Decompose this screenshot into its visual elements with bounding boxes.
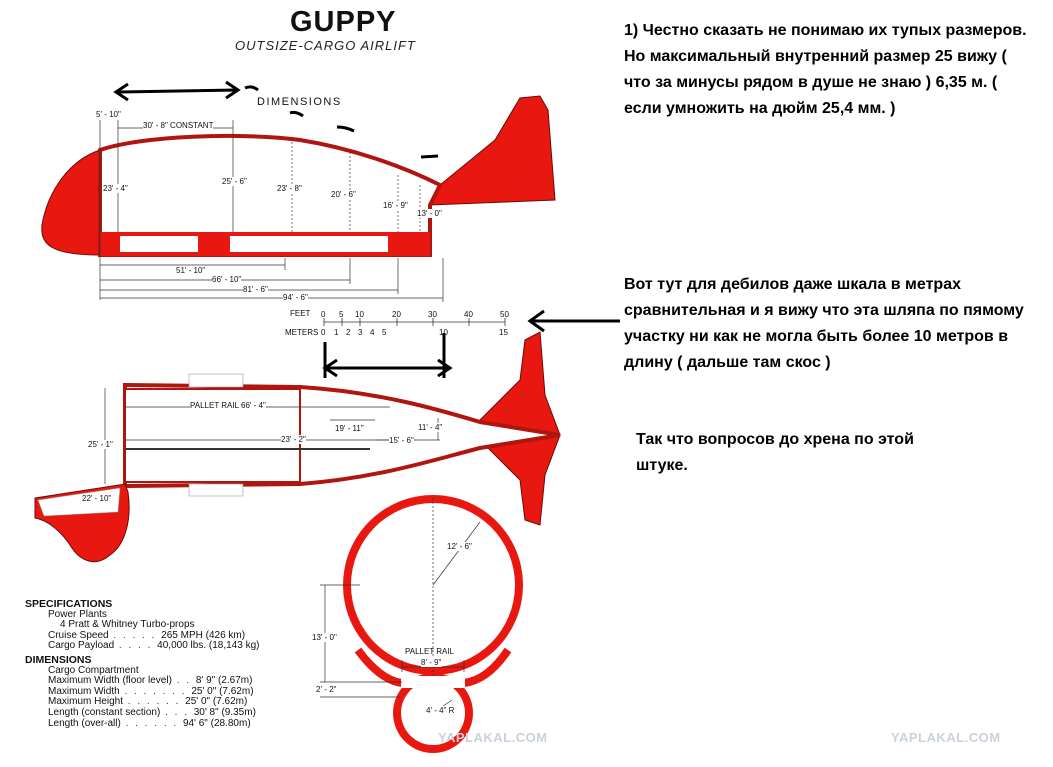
label-floor-height: 2' - 2"	[316, 685, 337, 694]
dim-value: 94' 6" (28.80m)	[182, 717, 251, 729]
dim-value: 25' 0" (7.62m)	[185, 696, 248, 708]
specs-row: Cargo Payload . . . . 40,000 lbs. (18,14…	[48, 640, 260, 652]
label-height-nose: 23' - 4"	[103, 184, 128, 193]
label-width: 25' - 1"	[88, 440, 113, 449]
scale-feet-label: FEET	[290, 309, 311, 318]
scale-meters-tick: 2	[346, 328, 351, 337]
side-window-2	[230, 236, 388, 252]
comment-1: 1) Честно сказать не понимаю их тупых ра…	[624, 22, 1027, 117]
scale-feet-tick: 5	[339, 310, 344, 319]
scale-feet-tick: 10	[355, 310, 364, 319]
label-constant-section: 30' - 8" CONSTANT	[143, 121, 214, 130]
dims-heading: DIMENSIONS	[25, 653, 92, 666]
dim-label: Maximum Width	[48, 685, 120, 697]
comment-3: Так что вопросов до хрена по этой штуке.	[636, 431, 914, 474]
side-tail-fin	[429, 95, 556, 206]
dim-label: Length (constant section)	[48, 706, 161, 718]
spec-label: Cruise Speed	[48, 629, 109, 641]
scale-meters-tick: 4	[370, 328, 375, 337]
label-radius-top: 12' - 6"	[447, 542, 472, 551]
label-radius-bottom: 4' - 4" R	[426, 706, 455, 715]
dims-row: Length (over-all) . . . . . . 94' 6" (28…	[48, 717, 251, 729]
scale-meters-label: METERS	[285, 328, 319, 337]
top-frame-top	[188, 373, 244, 388]
specs-power-plants: Power Plants	[48, 608, 107, 620]
dims-row: Maximum Width (floor level) . . 8' 9" (2…	[48, 675, 253, 687]
side-window-1	[120, 236, 198, 252]
label-length-1: 51' - 10"	[176, 266, 206, 275]
scale-feet-tick: 30	[428, 310, 437, 319]
label-height-aft1: 20' - 6"	[331, 190, 356, 199]
label-section-pallet-rail: PALLET RAIL	[405, 647, 455, 656]
cross-section	[320, 495, 523, 753]
dimensions-heading: DIMENSIONS	[257, 96, 342, 108]
label-width-aft: 11' - 4"	[418, 423, 443, 432]
spec-label: Cargo Payload	[48, 640, 115, 652]
scale-feet-tick: 0	[321, 310, 326, 319]
specifications-block: SPECIFICATIONS Power Plants 4 Pratt & Wh…	[25, 599, 259, 729]
scale-feet-tick: 50	[500, 310, 509, 319]
label-pallet-rail-length: PALLET RAIL 66' - 4"	[190, 401, 266, 410]
label-len-mid: 23' - 2"	[281, 435, 306, 444]
dim-label: Maximum Height	[48, 696, 124, 708]
top-view	[34, 331, 561, 563]
comment-2: Вот тут для дебилов даже шкала в метрах …	[624, 276, 1024, 371]
annotation-arrow-top	[113, 80, 241, 102]
label-nose-offset: 5' - 10"	[96, 110, 121, 119]
scale-meters-tick: 10	[439, 328, 448, 337]
side-view	[41, 80, 556, 302]
scale-meters-tick: 5	[382, 328, 387, 337]
specs-engines: 4 Pratt & Whitney Turbo-props	[60, 619, 195, 631]
specs-row: Cruise Speed . . . . . 265 MPH (426 km)	[48, 629, 246, 641]
dims-row: Maximum Width . . . . . . . 25' 0" (7.62…	[48, 685, 254, 697]
label-nose-door: 22' - 10"	[82, 494, 112, 503]
side-nose	[41, 149, 101, 256]
dims-sub: Cargo Compartment	[48, 664, 139, 676]
dim-label: Length (over-all)	[48, 717, 121, 729]
dim-value: 30' 8" (9.35m)	[193, 706, 256, 718]
dim-value: 8' 9" (2.67m)	[195, 675, 253, 687]
scale-meters-tick: 15	[499, 328, 508, 337]
section-dim-lines	[320, 498, 481, 714]
label-height-aft3: 13' - 0"	[417, 209, 442, 218]
annotation-dashes	[244, 85, 439, 159]
annotation-arrow-scale	[322, 309, 620, 378]
diagram-subtitle: OUTSIZE-CARGO AIRLIFT	[235, 38, 416, 53]
scale-meters-tick: 0	[321, 328, 326, 337]
side-fuselage-outline	[98, 133, 443, 257]
top-frame-bottom	[188, 483, 244, 497]
dim-value: 25' 0" (7.62m)	[191, 685, 254, 697]
label-height-mid: 23' - 8"	[277, 184, 302, 193]
label-height-aft2: 16' - 9"	[383, 201, 408, 210]
scale-meters-tick: 3	[358, 328, 363, 337]
spec-value: 265 MPH (426 km)	[161, 629, 246, 641]
label-height-max: 25' - 6"	[222, 177, 247, 186]
watermark: YAPLAKAL.COM	[891, 730, 1001, 745]
spec-value: 40,000 lbs. (18,143 kg)	[157, 640, 260, 652]
watermark: YAPLAKAL.COM	[438, 730, 548, 745]
label-len-aft2: 15' - 6"	[389, 436, 414, 445]
scale-bar	[323, 318, 506, 326]
label-length-2: 66' - 10"	[212, 275, 242, 284]
specs-heading: SPECIFICATIONS	[25, 598, 113, 610]
label-length-3: 81' - 6"	[243, 285, 268, 294]
section-floor-cut	[401, 676, 465, 688]
label-len-aft: 19' - 11"	[335, 424, 364, 433]
dim-label: Maximum Width (floor level)	[48, 675, 172, 687]
scale-feet-tick: 40	[464, 310, 473, 319]
label-floor-width: 8' - 9"	[421, 658, 442, 667]
scale-feet-tick: 20	[392, 310, 401, 319]
label-length-4: 94' - 6"	[283, 293, 308, 302]
dims-row: Length (constant section) . . . 30' 8" (…	[48, 706, 256, 718]
diagram-title: GUPPY	[290, 6, 397, 38]
dims-row: Maximum Height . . . . . . 25' 0" (7.62m…	[48, 696, 248, 708]
label-height-lower: 13' - 0"	[312, 633, 337, 642]
scale-meters-tick: 1	[334, 328, 339, 337]
